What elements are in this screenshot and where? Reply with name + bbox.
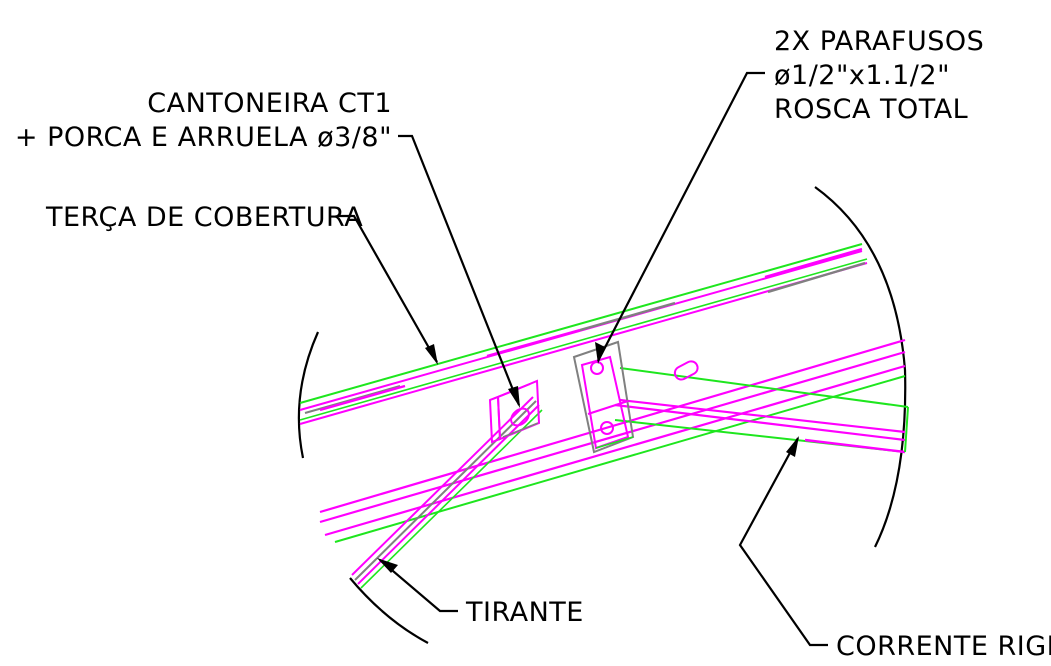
tirante-edge-3 [357,404,540,585]
bolt-top [590,361,604,375]
cantoneira-label-line2: + PORCA E ARRUELA ø3/8" [15,122,392,153]
corrente-hidden [804,438,906,454]
corrente-top [619,367,909,408]
parafusos-leader [597,71,765,362]
terca-inner-edge-green [299,258,868,421]
tirante-arrowhead [377,558,398,573]
terca-de-cobertura [299,243,868,425]
bolt-plate-front [580,355,630,450]
cantoneira-edge-gray [502,422,539,438]
lower-purlin-edge-2 [319,350,906,524]
corrente-slot [673,360,699,381]
detail-circle-right-arc [814,186,907,548]
parafusos-label-line1: 2X PARAFUSOS [774,26,984,57]
bolt-plate [572,340,635,454]
corrente-cut-end [904,406,909,453]
terca-label: TERÇA DE COBERTURA [45,202,363,233]
cantoneira-nut [510,407,530,427]
terca-hidden-4 [764,247,863,279]
corrente-leader [738,437,828,647]
tirante-edge-1 [351,396,534,576]
terca-top-flange-gray [304,385,401,414]
tirante-edge-4 [360,409,543,589]
cantoneira-arrowhead [508,386,520,408]
corrente-rigida [614,360,909,454]
bolt-plate-edge-green [595,436,634,449]
terca-hidden-3 [579,301,676,332]
lower-purlin-edge-4 [334,375,906,543]
corrente-arrowhead [786,436,799,457]
detail-circle-bottom-arc [349,577,429,644]
cantoneira-label-line1: CANTONEIRA CT1 [147,88,392,119]
bolt-bottom [600,421,614,435]
terca-leader [338,214,438,363]
detail-circle-left-arc [297,331,320,459]
parafusos-label-line3: ROSCA TOTAL [774,94,968,125]
tirante-leader [379,559,458,613]
bolt-plate-flange [587,399,629,416]
labels: 2X PARAFUSOS ø1/2"x1.1/2" ROSCA TOTAL CA… [15,26,1051,662]
terca-hidden-5 [767,261,866,294]
detail-circle [297,186,907,644]
parafusos-arrowhead [595,342,605,364]
terca-hidden-2 [486,328,581,358]
tirante-edge-2 [354,400,537,581]
parafusos-label-line2: ø1/2"x1.1/2" [774,60,950,91]
cantoneira-leader [398,134,521,406]
corrente-mid-1 [619,398,906,434]
terca-hidden-1 [319,384,406,412]
corrente-label: CORRENTE RIGIDA [836,631,1051,662]
tirante-label: TIRANTE [465,597,584,628]
terca-arrowhead [425,344,438,365]
leaders [338,71,828,647]
terca-top-edge [299,243,863,404]
corrente-mid-2 [614,403,906,442]
